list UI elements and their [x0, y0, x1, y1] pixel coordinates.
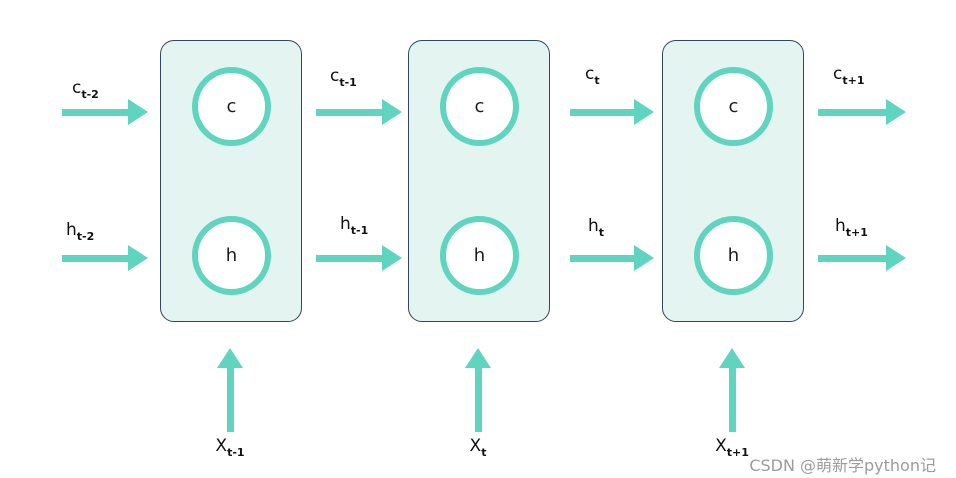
x-label-t: Xt — [469, 436, 487, 460]
c-arrow-cell1-to-cell2 — [316, 99, 402, 125]
c-state-node: c — [440, 67, 519, 146]
watermark-text: CSDN @萌新学python记 — [749, 456, 936, 475]
h-state-node: h — [440, 216, 519, 295]
c-label-t-2: ct-2 — [72, 78, 99, 102]
c-state-node: c — [192, 67, 271, 146]
x-input-arrow-2 — [465, 348, 491, 432]
h-label-t: ht — [588, 216, 605, 240]
c-state-node: c — [694, 67, 773, 146]
h-arrow-cell2-to-cell3 — [570, 245, 654, 271]
x-input-arrow-1 — [217, 348, 243, 432]
c-input-arrow-1 — [62, 99, 148, 125]
c-output-arrow — [818, 99, 906, 125]
h-label-t-2: ht-2 — [66, 220, 95, 244]
rnn-cell-2: c h — [408, 40, 550, 322]
x-label-t+1: Xt+1 — [715, 436, 749, 460]
h-label-t+1: ht+1 — [835, 216, 868, 240]
rnn-cell-3: c h — [662, 40, 804, 322]
c-arrow-cell2-to-cell3 — [570, 99, 654, 125]
h-arrow-cell1-to-cell2 — [316, 245, 402, 271]
c-label-t+1: ct+1 — [833, 64, 865, 88]
c-label-t-1: ct-1 — [330, 66, 357, 90]
h-state-node: h — [694, 216, 773, 295]
rnn-cell-1: c h — [160, 40, 302, 322]
h-state-node: h — [192, 216, 271, 295]
h-input-arrow-1 — [62, 245, 148, 271]
c-label-t: ct — [585, 64, 600, 88]
x-input-arrow-3 — [719, 348, 745, 432]
h-output-arrow — [818, 245, 906, 271]
h-label-t-1: ht-1 — [340, 214, 369, 238]
x-label-t-1: Xt-1 — [215, 436, 245, 460]
